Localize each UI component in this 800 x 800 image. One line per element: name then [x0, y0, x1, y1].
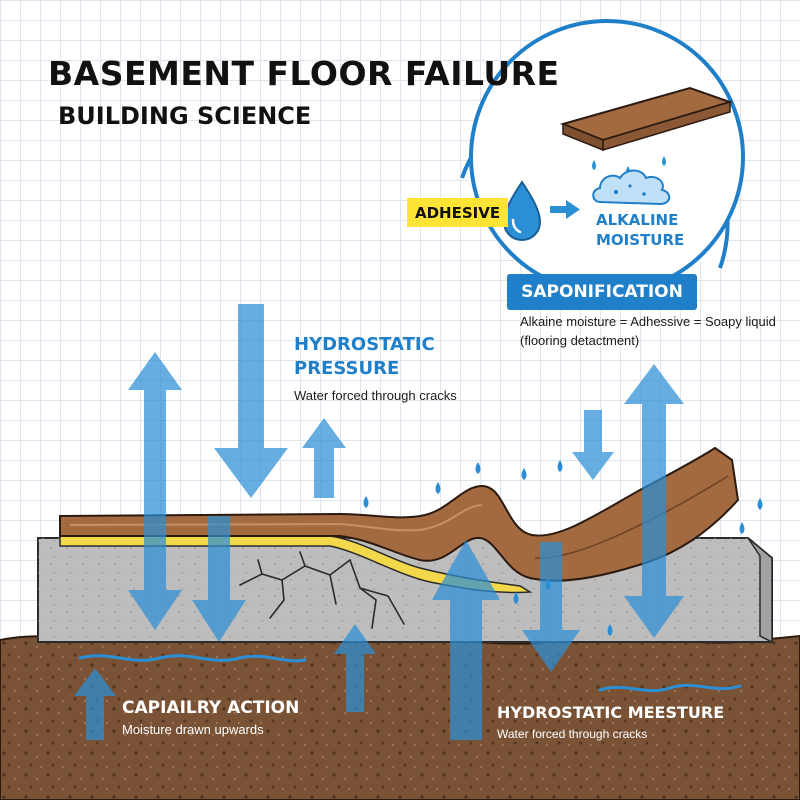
arrow-down-small-right	[572, 410, 614, 480]
alkaline-line2: MOISTURE	[596, 231, 685, 249]
page-title: BASEMENT FLOOR FAILURE	[48, 54, 560, 93]
capillary-action-note: Moisture drawn upwards	[122, 722, 264, 737]
saponification-banner: SAPONIFICATION	[507, 274, 697, 310]
adhesive-label: ADHESIVE	[407, 198, 509, 227]
arrow-down-right	[522, 542, 580, 672]
arrow-down-left-tall	[128, 470, 182, 630]
arrow-up-small-center	[302, 418, 346, 498]
hydrostatic-pressure-line2: PRESSURE	[294, 358, 400, 379]
capillary-action-title: CAPIAILRY ACTION	[122, 698, 300, 718]
arrow-up-left-tall	[128, 352, 182, 470]
hydrostatic-pressure-note: Water forced through cracks	[294, 388, 457, 403]
moisture-arrows	[74, 304, 684, 740]
page-subtitle: BUILDING SCIENCE	[58, 102, 312, 130]
arrow-up-big-right	[432, 540, 500, 740]
hydrostatic-pressure-title: HYDROSTATIC PRESSURE	[294, 333, 435, 381]
hydrostatic-moisture-title: HYDROSTATIC MEESTURE	[497, 703, 725, 722]
water-droplets	[363, 460, 763, 636]
ground-water-waves	[78, 654, 742, 693]
arrow-up-capillary	[74, 668, 116, 740]
arrow-down-hydrostatic	[214, 304, 288, 498]
hydrostatic-pressure-line1: HYDROSTATIC	[294, 334, 435, 355]
arrow-up-far-right	[624, 364, 684, 500]
saponification-note-line1: Alkaine moisture = Adhessive = Soapy liq…	[520, 314, 776, 329]
slab-cracks	[239, 551, 405, 629]
saponification-label: SAPONIFICATION	[521, 282, 683, 302]
hydrostatic-moisture-note: Water forced through cracks	[497, 727, 648, 741]
arrow-right-icon	[550, 200, 580, 219]
saponification-note-line2: (flooring detactment)	[520, 333, 640, 348]
alkaline-moisture-label: ALKALINE MOISTURE	[596, 210, 684, 250]
arrow-down-center	[192, 516, 246, 642]
arrow-up-soil-center	[334, 624, 376, 712]
moisture-cloud-icon	[592, 169, 671, 206]
arrow-down-far-right	[624, 500, 684, 638]
alkaline-line1: ALKALINE	[596, 211, 679, 229]
soil-layer	[0, 630, 800, 800]
